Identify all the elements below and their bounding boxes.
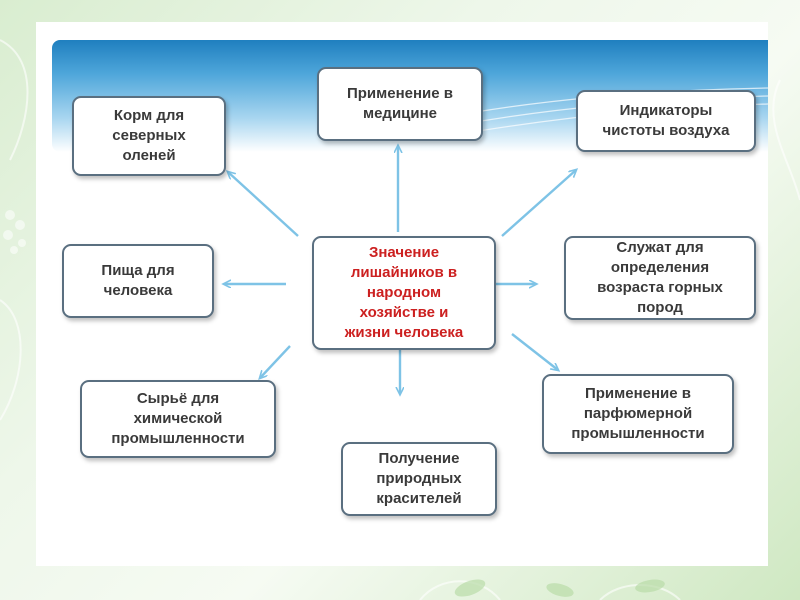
arrow-to-chemical-raw <box>260 345 291 378</box>
node-rock-age-label: Служат для определения возраста горных п… <box>597 239 723 316</box>
node-medicine: Применение в медицине <box>317 67 483 141</box>
node-dyes-label: Получение природных красителей <box>376 450 462 507</box>
node-reindeer-food-label: Корм для северных оленей <box>112 107 186 164</box>
node-reindeer-food: Корм для северных оленей <box>72 96 226 176</box>
node-human-food: Пища для человека <box>62 244 214 318</box>
arrow-to-reindeer-food <box>228 172 299 237</box>
node-dyes: Получение природных красителей <box>341 442 497 516</box>
node-perfume-label: Применение в парфюмерной промышленности <box>571 385 705 442</box>
node-human-food-label: Пища для человека <box>101 262 175 299</box>
node-chemical-raw: Сырьё для химической промышленности <box>80 380 276 458</box>
node-center-topic: Значение лишайников в народном хозяйстве… <box>312 236 496 350</box>
node-perfume: Применение в парфюмерной промышленности <box>542 374 734 454</box>
arrow-to-air-indicators <box>501 170 576 237</box>
node-chemical-raw-label: Сырьё для химической промышленности <box>111 390 245 447</box>
node-air-indicators: Индикаторы чистоты воздуха <box>576 90 756 152</box>
node-medicine-label: Применение в медицине <box>346 85 454 122</box>
node-air-indicators-label: Индикаторы чистоты воздуха <box>602 102 730 139</box>
arrow-to-perfume <box>511 333 558 370</box>
node-rock-age: Служат для определения возраста горных п… <box>564 236 756 320</box>
center-topic-label: Значение лишайников в народном хозяйстве… <box>344 244 464 341</box>
connector-arrows <box>36 22 768 566</box>
slide: Применение в медицине Корм для северных … <box>36 22 768 566</box>
